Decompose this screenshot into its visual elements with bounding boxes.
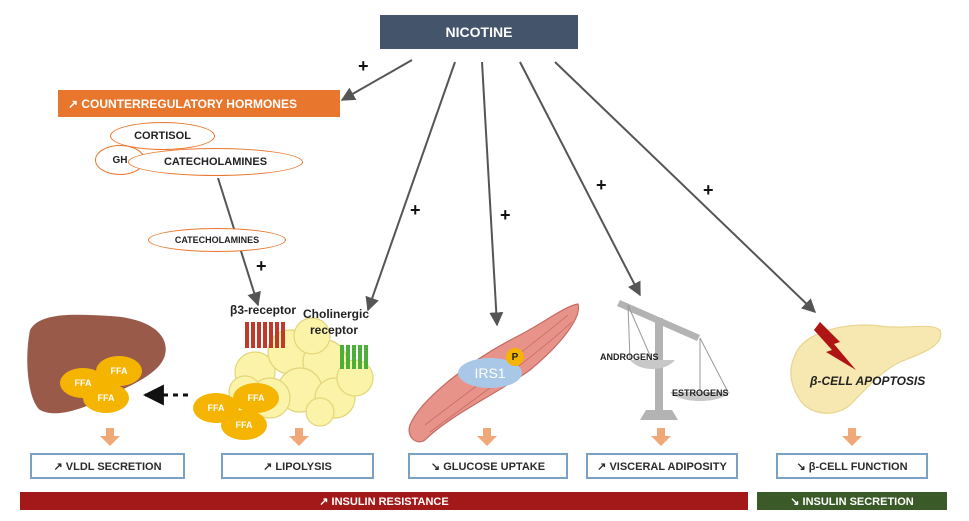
insulin-resistance-bar: ↗ INSULIN RESISTANCE bbox=[20, 492, 748, 510]
ffa-liver-3: FFA bbox=[83, 383, 129, 413]
cholinergic-label-line1: Cholinergic bbox=[303, 307, 370, 321]
arrow-to-scale bbox=[519, 61, 641, 297]
glucose-uptake-box: ↘ GLUCOSE UPTAKE bbox=[408, 453, 568, 479]
arrow-to-muscle bbox=[481, 61, 504, 327]
androgens-label: ANDROGENS bbox=[600, 352, 659, 362]
catecholamines-small-ellipse: CATECHOLAMINES bbox=[148, 228, 286, 252]
ffa-adipose-2: FFA bbox=[233, 383, 279, 413]
irs1-label: IRS1 bbox=[474, 365, 506, 381]
plus-sign-pancreas: + bbox=[703, 180, 714, 200]
pancreas-shape bbox=[790, 324, 942, 414]
ffa-adipose-3: FFA bbox=[221, 410, 267, 440]
plus-sign-muscle: + bbox=[500, 205, 511, 225]
beta3-receptor-shape bbox=[245, 322, 285, 348]
vldl-secretion-box: ↗ VLDL SECRETION bbox=[30, 453, 185, 479]
counterregulatory-hormones-box: ↗ COUNTERREGULATORY HORMONES bbox=[58, 90, 340, 117]
ffa-liver-2: FFA bbox=[96, 356, 142, 386]
plus-sign-scale: + bbox=[596, 175, 607, 195]
phospho-badge: P bbox=[506, 348, 524, 366]
plus-sign-hormones: + bbox=[358, 56, 369, 76]
beta-cell-function-box: ↘ β-CELL FUNCTION bbox=[776, 453, 928, 479]
nicotine-box: NICOTINE bbox=[380, 15, 578, 49]
insulin-secretion-bar: ↘ INSULIN SECRETION bbox=[757, 492, 947, 510]
beta3-receptor-label: β3-receptor bbox=[230, 303, 297, 317]
down-arrows bbox=[100, 428, 862, 446]
lightning-icon bbox=[814, 322, 856, 370]
irs1-oval: IRS1 bbox=[458, 358, 522, 388]
arrow-to-cholinergic bbox=[365, 61, 456, 312]
plus-sign-cholinergic: + bbox=[410, 200, 421, 220]
estrogens-label: ESTROGENS bbox=[672, 388, 729, 398]
plus-sign-catecholamines: + bbox=[256, 256, 267, 276]
visceral-adiposity-box: ↗ VISCERAL ADIPOSITY bbox=[586, 453, 738, 479]
catecholamines-ellipse: CATECHOLAMINES bbox=[128, 148, 303, 176]
beta-cell-apoptosis-label: β-CELL APOPTOSIS bbox=[810, 374, 926, 388]
cholinergic-label-line2: receptor bbox=[310, 323, 359, 337]
balance-scale bbox=[617, 300, 730, 420]
arrow-to-hormones bbox=[340, 59, 413, 101]
lipolysis-box: ↗ LIPOLYSIS bbox=[221, 453, 374, 479]
arrow-to-pancreas bbox=[554, 61, 817, 313]
cholinergic-receptor-shape bbox=[340, 345, 368, 369]
